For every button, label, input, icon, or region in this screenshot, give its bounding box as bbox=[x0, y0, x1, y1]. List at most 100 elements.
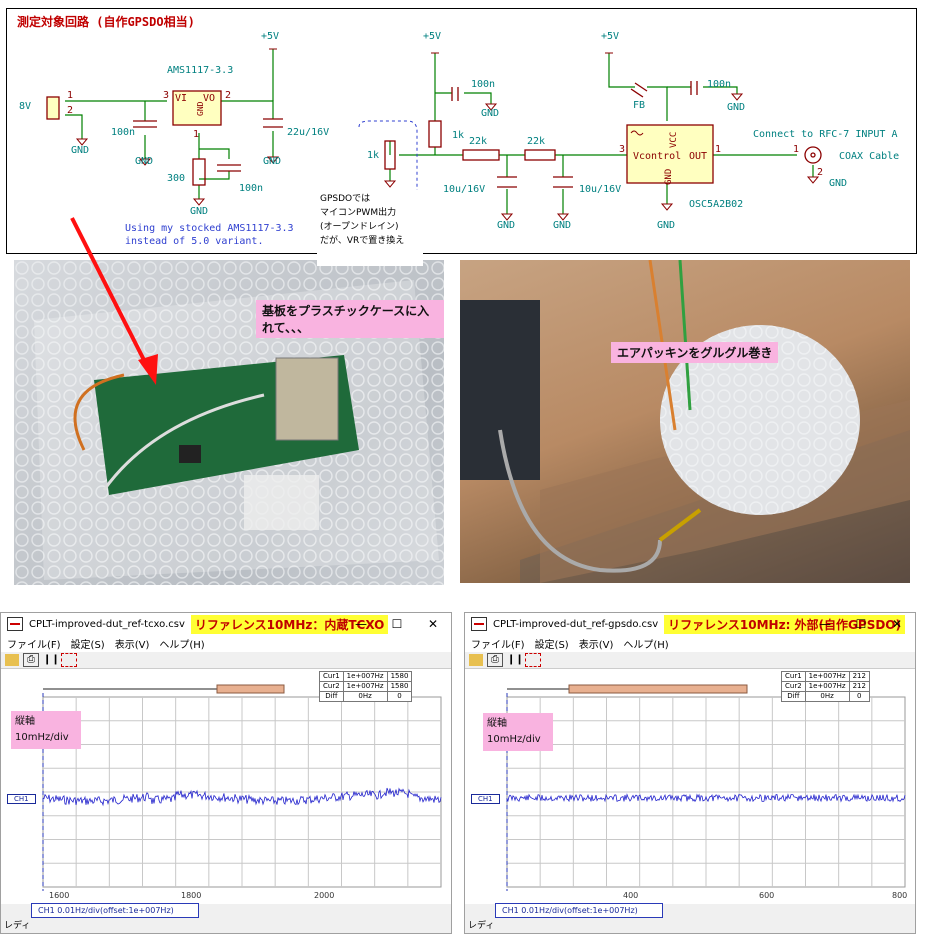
label-plus5v-3: +5V bbox=[601, 31, 619, 42]
menu-help[interactable]: ヘルプ(H) bbox=[159, 640, 205, 651]
minimize-button[interactable]: — bbox=[355, 617, 367, 631]
menu-settings[interactable]: 設定(S) bbox=[70, 640, 105, 651]
vertical-axis-note: 縦軸 10mHz/div bbox=[11, 711, 81, 749]
cell: 1580 bbox=[386, 681, 413, 692]
red-arrow-icon bbox=[70, 217, 158, 385]
callout-line-3: (オープンドレイン) bbox=[320, 222, 399, 232]
menu-settings[interactable]: 設定(S) bbox=[534, 640, 569, 651]
cell: 0 bbox=[848, 691, 870, 702]
plot-window-tcxo: CPLT-improved-dut_ref-tcxo.csv リファレンス10M… bbox=[0, 612, 452, 934]
label-gnd-8: GND bbox=[727, 102, 745, 113]
label-pin1b: 1 bbox=[193, 129, 199, 140]
schematic-title: 測定対象回路 (自作GPSDO相当) bbox=[17, 14, 195, 29]
menu-file[interactable]: ファイル(F) bbox=[471, 640, 525, 651]
cell: Cur2 bbox=[319, 681, 344, 692]
label-pin1: 1 bbox=[67, 90, 73, 101]
label-pin2-coax: 2 bbox=[817, 167, 823, 178]
x-tick-label: 1800 bbox=[181, 891, 202, 900]
plot-window-gpsdo: CPLT-improved-dut_ref-gpsdo.csv リファレンス10… bbox=[464, 612, 916, 934]
print-icon[interactable]: ⎙ bbox=[23, 653, 39, 667]
range-bar bbox=[568, 684, 748, 694]
window-title: CPLT-improved-dut_ref-tcxo.csv bbox=[29, 618, 185, 630]
label-out: OUT bbox=[689, 151, 707, 162]
status-bar: レディ bbox=[1, 919, 451, 933]
label-fb: FB bbox=[633, 100, 645, 111]
label-regulator: AMS1117-3.3 bbox=[167, 65, 233, 76]
titlebar[interactable]: CPLT-improved-dut_ref-gpsdo.csv リファレンス10… bbox=[465, 613, 915, 635]
board-illustration bbox=[14, 260, 444, 585]
minimize-button[interactable]: — bbox=[819, 617, 831, 631]
channel-info-bar: CH1 0.01Hz/div(offset:1e+007Hz) 1e+007Hz bbox=[495, 903, 663, 928]
schematic-drawing: 測定対象回路 (自作GPSDO相当) 8V 1 2 AMS1117-3.3 VI… bbox=[17, 14, 899, 247]
label-vr1k: 1k bbox=[367, 150, 379, 161]
label-gnd-4: GND bbox=[190, 206, 208, 217]
plot-canvas[interactable] bbox=[465, 669, 913, 904]
photo-board-in-case: 基板をプラスチックケースに入れて、、、 bbox=[14, 260, 444, 585]
bubble-wrap-illustration bbox=[460, 260, 910, 583]
menu-file[interactable]: ファイル(F) bbox=[7, 640, 61, 651]
label-plus5v-2: +5V bbox=[423, 31, 441, 42]
x-tick-label: 600 bbox=[759, 891, 775, 900]
label-pin3: 3 bbox=[163, 90, 169, 101]
print-icon[interactable]: ⎙ bbox=[487, 653, 503, 667]
label-vcontrol: Vcontrol bbox=[633, 151, 681, 162]
grid-icon[interactable] bbox=[61, 653, 77, 667]
cell: Diff bbox=[319, 691, 344, 702]
label-reg-gnd: GND bbox=[196, 101, 205, 116]
label-r22k-a: 22k bbox=[469, 136, 487, 147]
cell: Cur1 bbox=[781, 671, 806, 682]
label-plus5v-1: +5V bbox=[261, 31, 279, 42]
label-gnd-ic: GND bbox=[664, 169, 674, 185]
cell: 1e+007Hz bbox=[804, 681, 850, 692]
label-vo: VO bbox=[203, 93, 215, 104]
menu-view[interactable]: 表示(V) bbox=[114, 640, 150, 651]
label-gnd-6: GND bbox=[497, 220, 515, 231]
grid-icon[interactable] bbox=[525, 653, 541, 667]
label-pin1-osc: 1 bbox=[715, 144, 721, 155]
plot-canvas[interactable] bbox=[1, 669, 449, 904]
cell: 1e+007Hz bbox=[804, 671, 850, 682]
titlebar[interactable]: CPLT-improved-dut_ref-tcxo.csv リファレンス10M… bbox=[1, 613, 451, 635]
cell: Cur2 bbox=[781, 681, 806, 692]
menu-bar: ファイル(F) 設定(S) 表示(V) ヘルプ(H) bbox=[465, 635, 915, 652]
cell: 212 bbox=[848, 681, 870, 692]
maximize-button[interactable]: ☐ bbox=[391, 617, 403, 631]
note-line1: Using my stocked AMS1117-3.3 bbox=[125, 223, 294, 234]
maximize-button[interactable]: ☐ bbox=[855, 617, 867, 631]
label-gnd-1: GND bbox=[71, 145, 89, 156]
open-folder-icon[interactable] bbox=[469, 654, 483, 666]
menu-help[interactable]: ヘルプ(H) bbox=[623, 640, 669, 651]
app-icon bbox=[471, 617, 487, 631]
label-connect: Connect to RFC-7 INPUT A bbox=[753, 129, 898, 140]
pause-icon[interactable]: ❙❙ bbox=[43, 654, 60, 665]
label-r300: 300 bbox=[167, 173, 185, 184]
reference-badge: リファレンス10MHz: 外部(自作GPSDO) bbox=[664, 614, 905, 634]
label-pin2b: 2 bbox=[225, 90, 231, 101]
callout-line-4: だが、VRで置き換え bbox=[320, 236, 405, 246]
label-r22k-b: 22k bbox=[527, 136, 545, 147]
close-button[interactable]: ✕ bbox=[427, 617, 439, 631]
schematic-panel: 測定対象回路 (自作GPSDO相当) 8V 1 2 AMS1117-3.3 VI… bbox=[6, 8, 917, 266]
label-osc: OSC5A2B02 bbox=[689, 199, 743, 210]
menu-view[interactable]: 表示(V) bbox=[578, 640, 614, 651]
cell: Cur1 bbox=[319, 671, 344, 682]
cell: Diff bbox=[781, 691, 806, 702]
close-button[interactable]: ✕ bbox=[891, 617, 903, 631]
open-folder-icon[interactable] bbox=[5, 654, 19, 666]
label-gnd-2: GND bbox=[135, 156, 153, 167]
pause-icon[interactable]: ❙❙ bbox=[507, 654, 524, 665]
vr-callout: GPSDOでは マイコンPWM出力 (オープンドレイン) だが、VRで置き換え bbox=[317, 190, 423, 266]
label-gnd-9: GND bbox=[657, 220, 675, 231]
x-tick-label: 800 bbox=[892, 891, 908, 900]
x-tick-label: 1600 bbox=[49, 891, 70, 900]
axis-note-title: 縦軸 bbox=[15, 716, 35, 727]
label-gnd-5: GND bbox=[481, 108, 499, 119]
label-vcc: VCC bbox=[669, 132, 679, 148]
range-bar bbox=[216, 684, 285, 694]
